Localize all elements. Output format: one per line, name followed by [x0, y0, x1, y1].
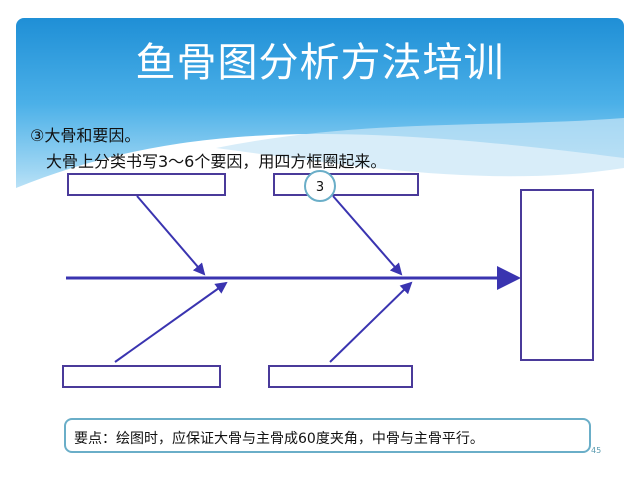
- key-point-text: 要点：绘图时，应保证大骨与主骨成60度夹角，中骨与主骨平行。: [74, 431, 484, 447]
- cause-box-top-right: [273, 173, 419, 196]
- big-bone: [114, 281, 228, 363]
- cause-box-bottom-right: [268, 365, 413, 388]
- big-bone: [136, 195, 206, 276]
- slide-title: 鱼骨图分析方法培训: [135, 40, 505, 86]
- step-circle-label: 3: [316, 180, 324, 195]
- page-number: 45: [591, 446, 602, 455]
- step-circle: [304, 170, 336, 202]
- head-box: [520, 189, 594, 361]
- cause-box-bottom-left: [62, 365, 221, 388]
- cause-box-top-left: [67, 173, 226, 196]
- step-text: 大骨上分类书写3～6个要因，用四方框圈起来。: [46, 152, 387, 171]
- key-point-box: 要点：绘图时，应保证大骨与主骨成60度夹角，中骨与主骨平行。: [64, 418, 591, 453]
- big-bone: [332, 195, 403, 276]
- big-bone: [329, 281, 413, 363]
- step-heading: ③大骨和要因。: [30, 126, 141, 145]
